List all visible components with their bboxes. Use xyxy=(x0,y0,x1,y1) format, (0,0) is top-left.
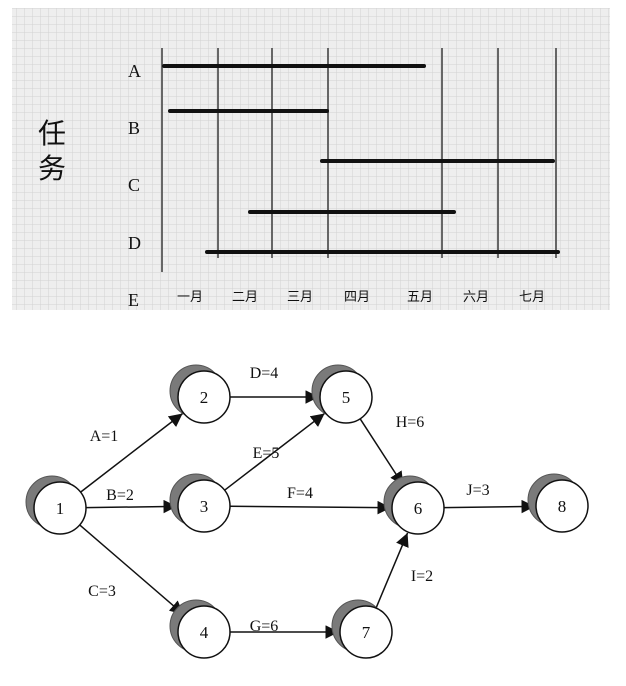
node-6: 6 xyxy=(383,475,445,535)
edge-label-3-5: E=5 xyxy=(253,445,280,462)
node-label: 5 xyxy=(342,388,351,407)
month-label-4: 四月 xyxy=(344,290,370,305)
edge-3-6 xyxy=(229,500,392,515)
edge-label-3-6: F=4 xyxy=(287,485,313,502)
node-label: 7 xyxy=(362,623,371,642)
edge-3-5 xyxy=(224,412,326,491)
gantt-chart: 任 务 A B C D E 一月 二月 三月 四月 五月 六月 七月 xyxy=(12,8,610,310)
edge-label-5-6: H=6 xyxy=(396,414,425,431)
node-label: 4 xyxy=(200,623,209,642)
edge-7-6 xyxy=(375,532,409,609)
edge-6-8 xyxy=(443,499,536,514)
node-label: 3 xyxy=(200,497,209,516)
node-circle xyxy=(33,481,87,535)
edge-5-6 xyxy=(359,418,404,486)
node-label: 8 xyxy=(558,497,567,516)
row-label-d: D xyxy=(128,233,141,253)
edge-1-3 xyxy=(85,499,178,514)
node-4: 4 xyxy=(169,599,231,659)
node-8: 8 xyxy=(527,473,589,533)
month-label-2: 二月 xyxy=(232,290,258,305)
edge-label-2-5: D=4 xyxy=(250,365,279,382)
node-3: 3 xyxy=(169,473,231,533)
gantt-bars xyxy=(162,64,560,254)
node-circle xyxy=(177,605,231,659)
node-2: 2 xyxy=(169,364,231,424)
node-circle xyxy=(319,370,373,424)
activity-network: 1 2 3 4 5 6 7 8 A=1B=2C=3 D=4E=5F=4G=6 H=6I=2 J=3 xyxy=(25,364,589,659)
month-label-3: 三月 xyxy=(287,290,313,305)
node-circle xyxy=(535,479,589,533)
edge-label-1-2: A=1 xyxy=(90,428,119,445)
edge-1-2 xyxy=(80,412,184,493)
gantt-y-title-2: 务 xyxy=(38,152,66,185)
month-label-6: 六月 xyxy=(463,290,489,305)
gantt-y-title-1: 任 xyxy=(38,117,66,150)
node-circle xyxy=(177,370,231,424)
row-label-a: A xyxy=(128,61,141,81)
month-label-1: 一月 xyxy=(177,290,203,305)
row-label-e: E xyxy=(128,290,139,310)
node-circle xyxy=(391,481,445,535)
edge-label-1-4: C=3 xyxy=(88,583,116,600)
node-label: 6 xyxy=(414,499,423,518)
node-label: 2 xyxy=(200,388,209,407)
node-circle xyxy=(339,605,393,659)
edge-label-6-8: J=3 xyxy=(466,482,489,499)
node-circle xyxy=(177,479,231,533)
edge-1-4 xyxy=(79,524,185,615)
node-label: 1 xyxy=(56,499,65,518)
edge-label-1-3: B=2 xyxy=(106,487,134,504)
edge-label-4-7: G=6 xyxy=(250,618,279,635)
node-1: 1 xyxy=(25,475,87,535)
month-label-7: 七月 xyxy=(519,290,545,305)
month-label-5: 五月 xyxy=(407,290,433,305)
row-label-c: C xyxy=(128,175,140,195)
node-5: 5 xyxy=(311,364,373,424)
node-7: 7 xyxy=(331,599,393,659)
gantt-gridlines xyxy=(161,48,557,272)
row-label-b: B xyxy=(128,118,140,138)
edge-label-7-6: I=2 xyxy=(411,568,433,585)
